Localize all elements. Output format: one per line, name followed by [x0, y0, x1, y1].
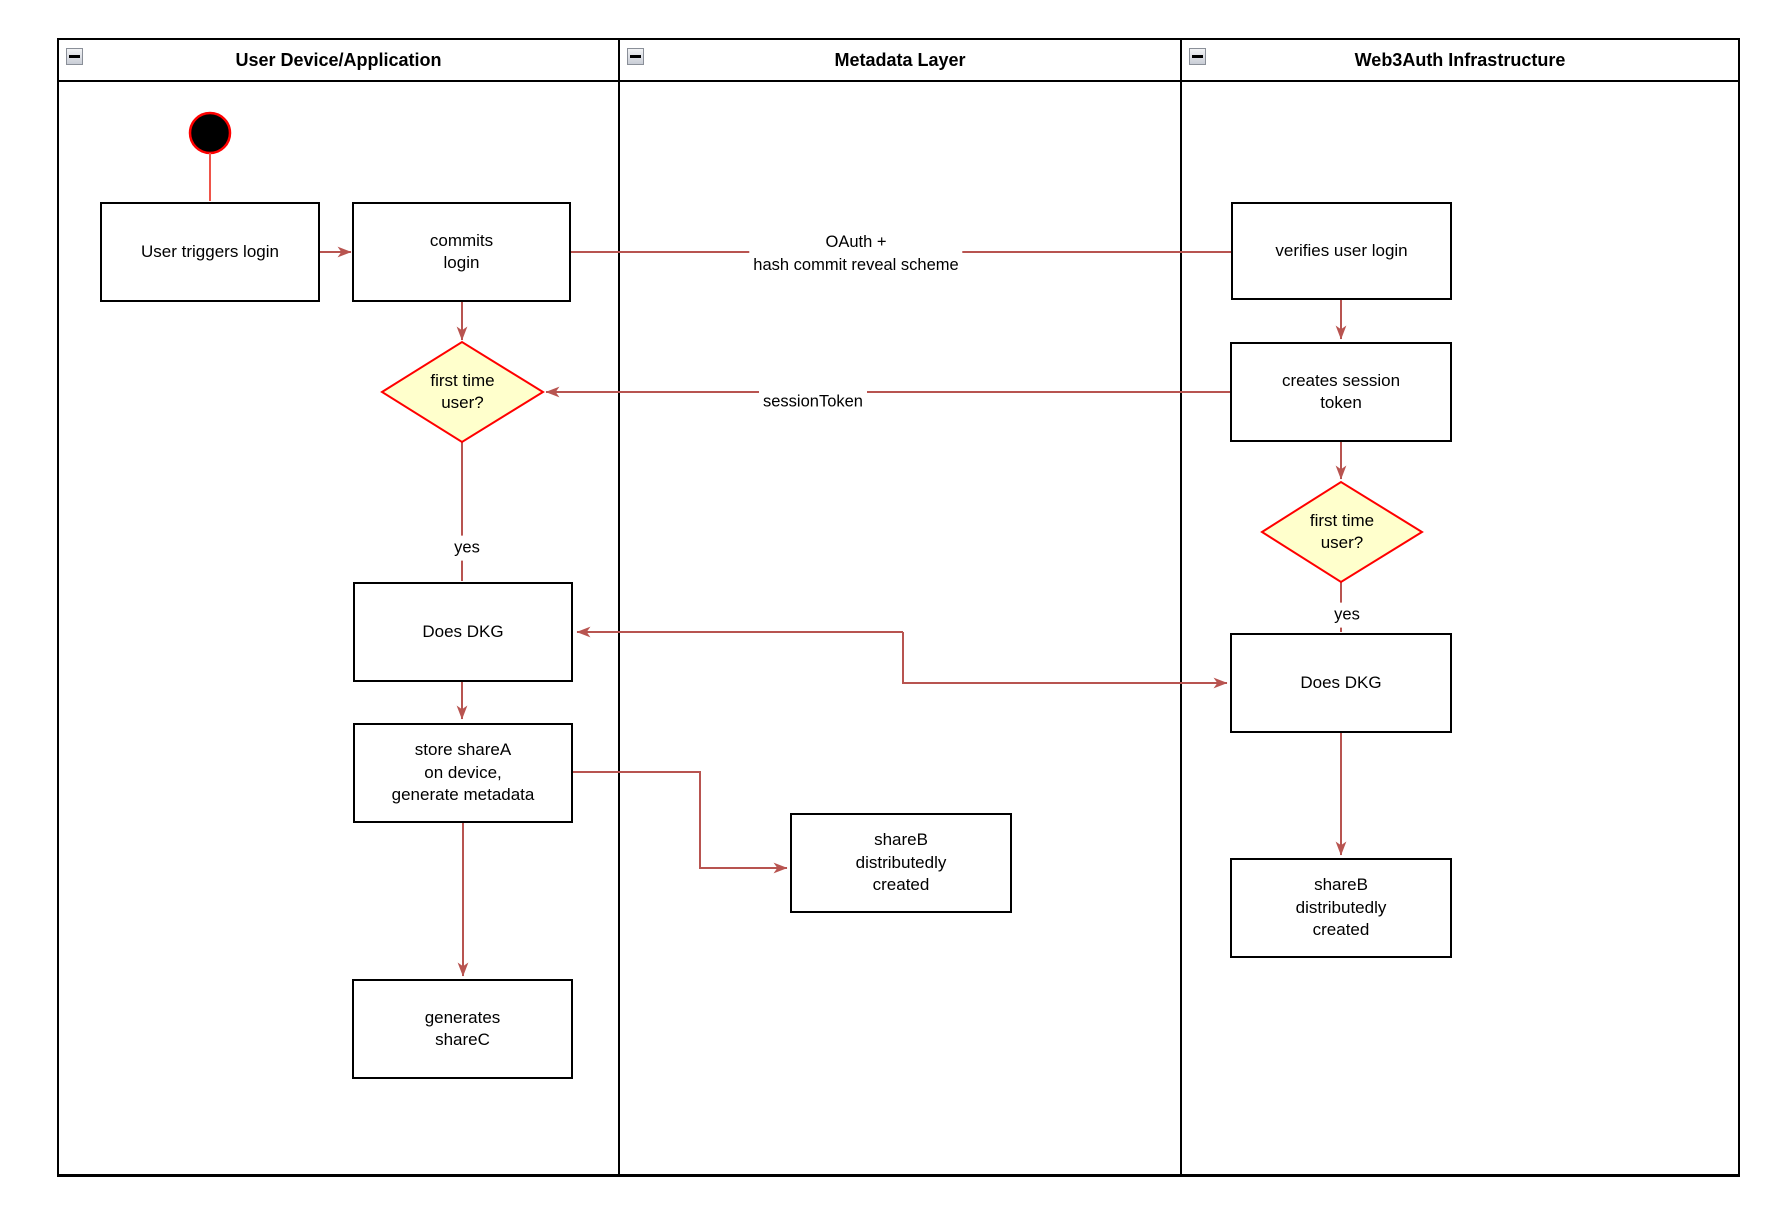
lane-title: Web3Auth Infrastructure [1354, 49, 1566, 70]
lane-user-device: User Device/Application [59, 40, 620, 1174]
edge-label-yes-left[interactable]: yes [450, 535, 484, 561]
swimlane-pool: User Device/Application Metadata Layer W… [57, 38, 1740, 1177]
node-commits-login[interactable]: commits login [352, 202, 571, 302]
lane-header-metadata-layer: Metadata Layer [620, 40, 1180, 82]
node-store-sharea[interactable]: store shareA on device, generate metadat… [353, 723, 573, 823]
minus-icon [1192, 55, 1203, 58]
node-label: generates shareC [424, 1007, 501, 1049]
node-label: verifies user login [1275, 240, 1408, 260]
node-label: creates session token [1281, 370, 1401, 412]
node-label: shareB distributedly created [1295, 875, 1387, 940]
node-generates-sharec[interactable]: generates shareC [352, 979, 573, 1079]
minus-icon [69, 55, 80, 58]
node-label: Does DKG [1300, 672, 1382, 692]
lane-header-user-device: User Device/Application [59, 40, 618, 82]
node-creates-session-token[interactable]: creates session token [1230, 342, 1452, 442]
lane-title: Metadata Layer [834, 49, 966, 70]
lane-web3auth-infrastructure: Web3Auth Infrastructure [1182, 40, 1738, 1174]
node-label: commits login [429, 230, 494, 272]
node-verifies-user-login[interactable]: verifies user login [1231, 202, 1452, 300]
node-user-triggers-login[interactable]: User triggers login [100, 202, 320, 302]
node-label: store shareA on device, generate metadat… [391, 740, 535, 805]
collapse-lane-icon[interactable] [1189, 48, 1206, 65]
edge-label-yes-right[interactable]: yes [1330, 602, 1364, 628]
collapse-lane-icon[interactable] [66, 48, 83, 65]
edge-label-session-token[interactable]: sessionToken [759, 389, 867, 415]
minus-icon [630, 55, 641, 58]
node-label: Does DKG [422, 621, 504, 641]
node-does-dkg-left[interactable]: Does DKG [353, 582, 573, 682]
lane-header-web3auth: Web3Auth Infrastructure [1182, 40, 1738, 82]
node-shareb-metadata[interactable]: shareB distributedly created [790, 813, 1012, 913]
lane-title: User Device/Application [235, 49, 442, 70]
lane-metadata-layer: Metadata Layer [620, 40, 1182, 1174]
node-label: User triggers login [141, 241, 279, 261]
node-shareb-web3auth[interactable]: shareB distributedly created [1230, 858, 1452, 958]
node-label: shareB distributedly created [855, 830, 947, 895]
decision-label-left: first time user? [430, 370, 495, 412]
decision-label-right: first time user? [1309, 510, 1375, 552]
collapse-lane-icon[interactable] [627, 48, 644, 65]
node-does-dkg-right[interactable]: Does DKG [1230, 633, 1452, 733]
edge-label-oauth[interactable]: OAuth + hash commit reveal scheme [749, 230, 963, 278]
